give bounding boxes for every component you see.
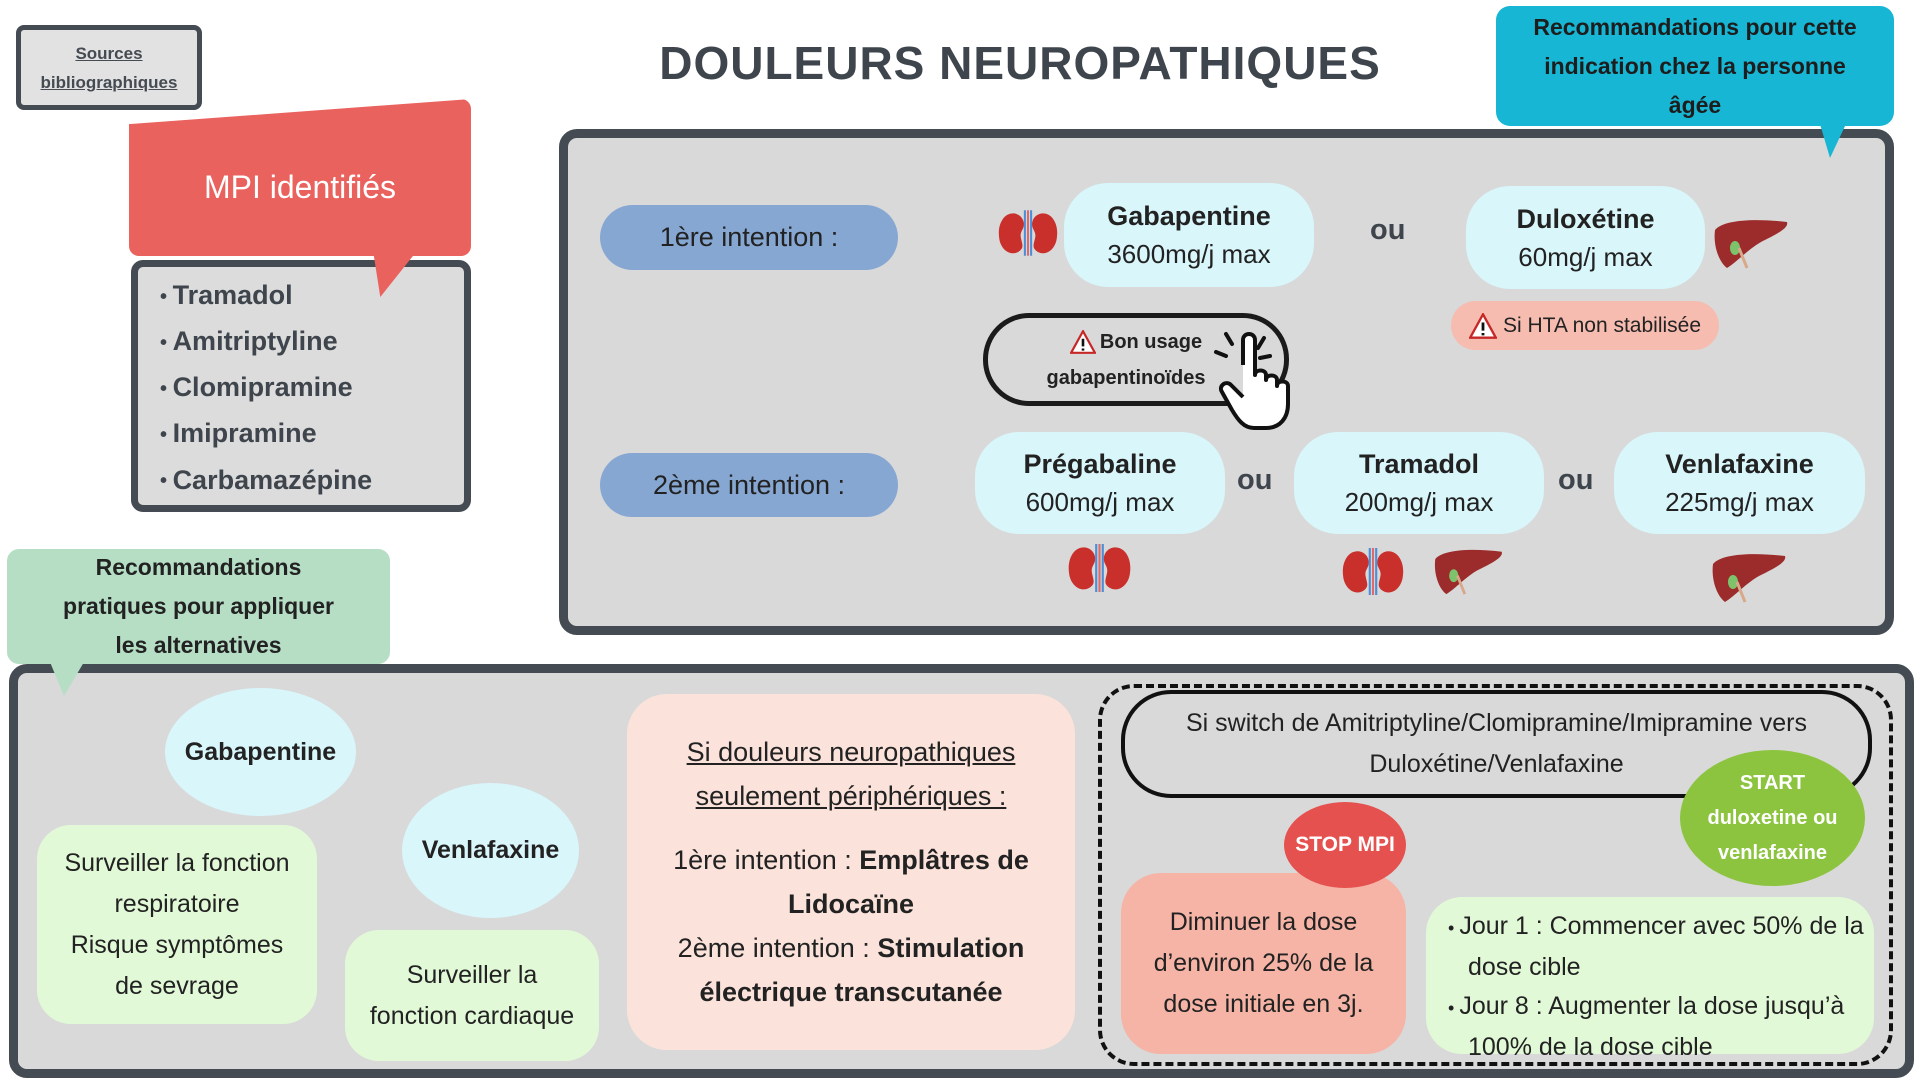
page-title: DOULEURS NEUROPATHIQUES	[659, 37, 1381, 89]
kidney-icon	[1066, 544, 1133, 592]
first-line-label: 1ère intention :	[600, 205, 898, 270]
switch-title: Si switch de Amitriptyline/Clomipramine/…	[1121, 690, 1872, 798]
stop-mpi-bubble: STOP MPI	[1284, 802, 1406, 888]
mpi-item: Clomipramine	[160, 365, 464, 411]
pointer-hand-icon	[1214, 330, 1290, 430]
sources-label: Sources	[75, 43, 143, 63]
second-line-label: 2ème intention :	[600, 453, 898, 517]
mpi-item: Imipramine	[160, 411, 464, 457]
mpi-item: Tramadol	[160, 273, 464, 319]
kidney-icon	[997, 210, 1059, 256]
hta-warning: Si HTA non stabilisée	[1451, 301, 1719, 350]
gabapentine-bubble: Gabapentine	[165, 688, 356, 816]
speech-tail	[50, 662, 84, 696]
mpi-item: Carbamazépine	[160, 458, 464, 504]
or-label: ou	[1237, 464, 1273, 496]
liver-icon	[1431, 548, 1506, 596]
liver-icon	[1713, 218, 1789, 270]
liver-icon	[1710, 552, 1788, 604]
step-item: Jour 8 : Augmenter la dose jusqu’à 100% …	[1448, 987, 1864, 1067]
warning-icon	[1070, 330, 1096, 354]
warning-icon	[1469, 313, 1497, 339]
mpi-header: MPI identifiés	[129, 99, 471, 256]
step-item: Jour 1 : Commencer avec 50% de la dose c…	[1448, 907, 1864, 987]
or-label: ou	[1370, 214, 1406, 246]
venlafaxine-bubble: Venlafaxine	[402, 783, 579, 918]
mpi-list: Tramadol Amitriptyline Clomipramine Imip…	[131, 260, 471, 512]
mpi-item: Amitriptyline	[160, 319, 464, 365]
kidney-icon	[1340, 548, 1406, 595]
speech-tail	[366, 255, 414, 297]
speech-tail	[1820, 124, 1846, 158]
or-label: ou	[1558, 464, 1594, 496]
start-steps: Jour 1 : Commencer avec 50% de la dose c…	[1426, 897, 1874, 1061]
sources-link[interactable]: Sources bibliographiques	[16, 25, 202, 110]
sources-label-2: bibliographiques	[40, 72, 178, 92]
